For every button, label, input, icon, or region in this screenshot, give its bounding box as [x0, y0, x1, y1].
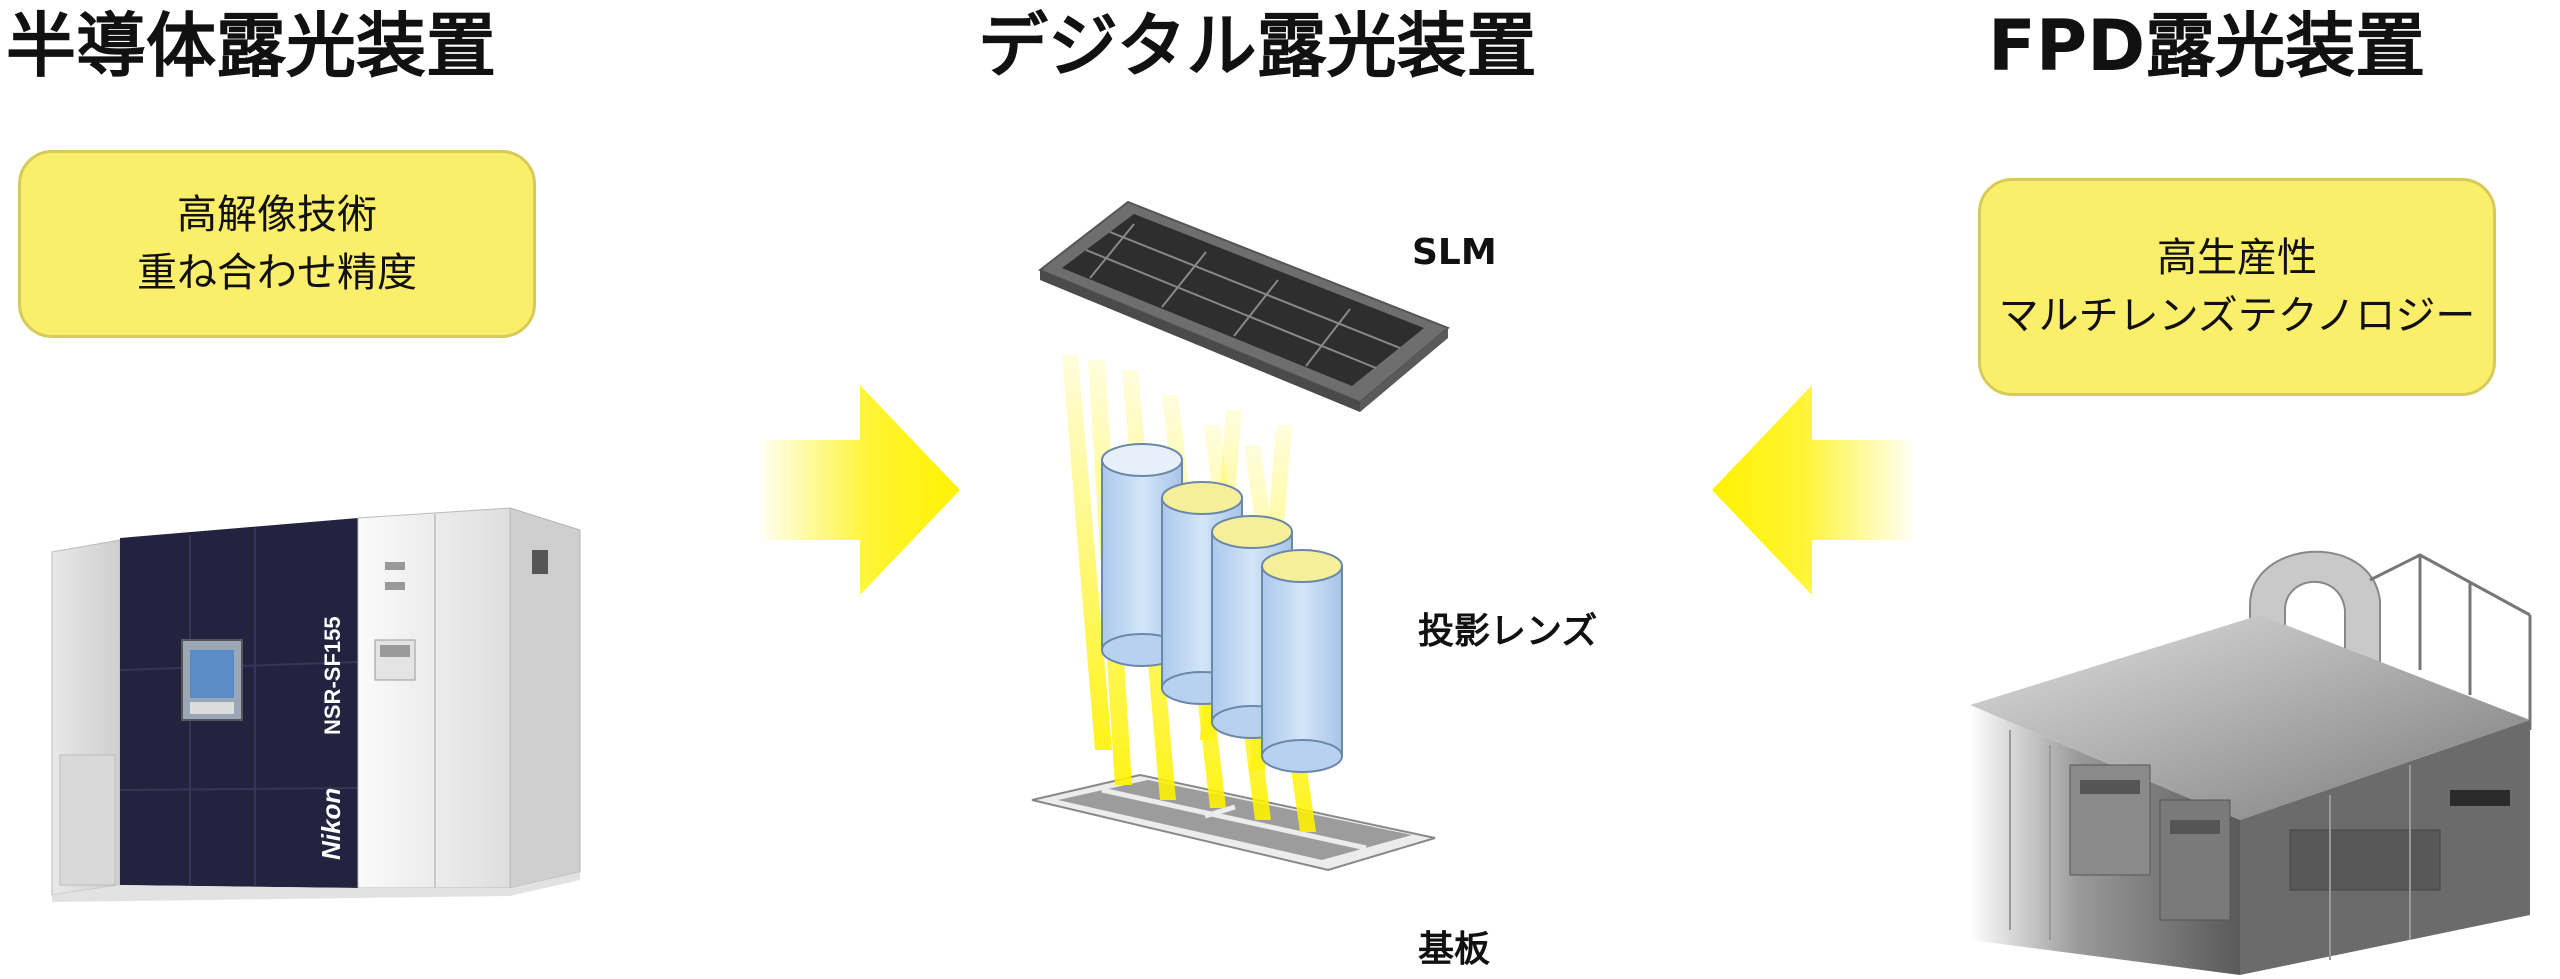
machine-model-text: NSR-SF155	[320, 616, 345, 735]
fpd-title: FPD露光装置	[1988, 5, 2426, 87]
substrate-plate	[1031, 773, 1436, 872]
slm-panel	[1038, 200, 1450, 412]
fpd-machine-illustration	[1970, 550, 2532, 975]
projection-lens-label: 投影レンズ	[1418, 611, 1598, 652]
right-arrow-icon	[760, 385, 960, 595]
semiconductor-feature-box: 高解像技術 重ね合わせ精度	[18, 150, 536, 338]
substrate-label: 基板	[1418, 929, 1491, 970]
digital-exposure-diagram	[1031, 200, 1450, 872]
digital-title: デジタル露光装置	[978, 5, 1537, 87]
feature-line: 重ね合わせ精度	[137, 250, 417, 296]
semiconductor-title: 半導体露光装置	[6, 5, 496, 87]
feature-line: 高解像技術	[177, 192, 377, 238]
fpd-feature-box: 高生産性 マルチレンズテクノロジー	[1978, 178, 2496, 396]
feature-line: 高生産性	[2157, 235, 2317, 281]
lens-cylinder	[1261, 549, 1343, 773]
feature-line: マルチレンズテクノロジー	[1998, 293, 2476, 339]
left-arrow-icon	[1712, 385, 1912, 595]
slm-label: SLM	[1412, 232, 1497, 273]
machine-brand-text: Nikon	[316, 788, 346, 860]
semiconductor-machine-illustration: Nikon NSR-SF155	[51, 507, 581, 902]
projection-lens-array	[1101, 443, 1343, 773]
